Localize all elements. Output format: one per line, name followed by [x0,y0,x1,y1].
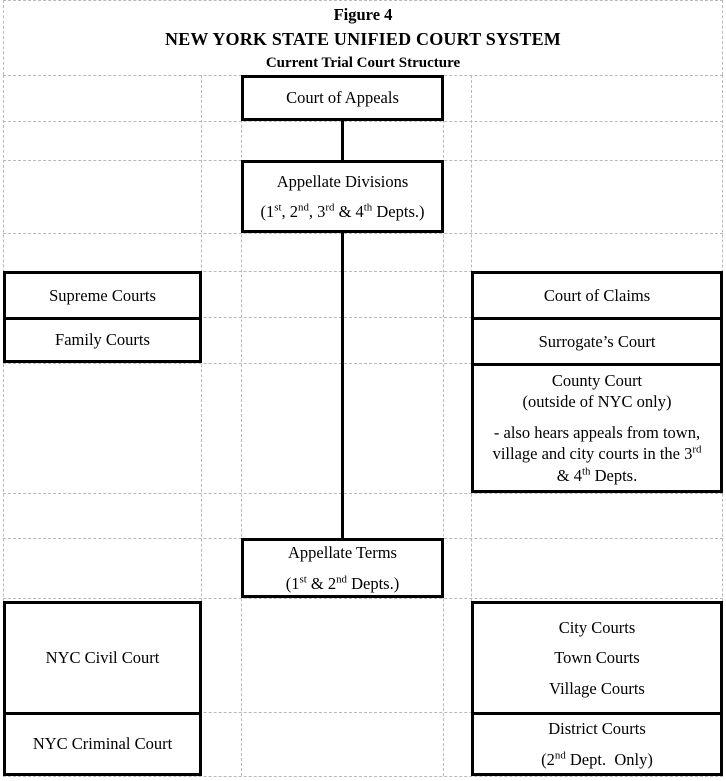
appellate-divisions-depts: (1st, 2nd, 3rd & 4th Depts.) [260,201,425,221]
grid-line-h-row10 [3,712,723,713]
court-of-appeals-label: Court of Appeals [286,88,399,108]
divider-civil-criminal [6,712,199,715]
box-court-of-claims[interactable]: Court of Claims [474,274,720,317]
box-appellate-terms[interactable]: Appellate Terms (1st & 2nd Depts.) [241,538,444,598]
ordinal-4th: th [582,465,591,478]
grid-line-v-col2 [241,75,242,776]
connector-divisions-to-terms [341,230,344,541]
ordinal-2nd: nd [554,749,566,761]
box-nyc-criminal-court[interactable]: NYC Criminal Court [6,715,199,773]
county-court-scope: (outside of NYC only) [522,392,672,412]
divider-claims-surrogate [474,317,720,320]
grid-line-v-left-outer [3,75,4,776]
surrogates-court-label: Surrogate’s Court [538,331,656,351]
grid-line-h-row3 [3,233,723,234]
county-court-note-line3: & 4th Depts. [556,465,638,485]
family-courts-label: Family Courts [55,330,150,350]
box-nyc-courts: NYC Civil Court NYC Criminal Court [3,601,202,776]
village-courts-label: Village Courts [549,678,645,698]
grid-line-h-row5 [3,317,723,318]
town-courts-label: Town Courts [554,648,640,668]
box-district-courts[interactable]: District Courts (2nd Dept. Only) [474,715,720,773]
box-nyc-civil-court[interactable]: NYC Civil Court [6,604,199,712]
box-county-court[interactable]: County Court (outside of NYC only) - als… [474,366,720,490]
grid-line-h-row6 [3,363,723,364]
grid-line-h-row11 [3,776,723,777]
divider-surrogate-county [474,363,720,366]
box-right-upper-courts: Court of Claims Surrogate’s Court County… [471,271,723,493]
ordinal-1st: st [274,201,282,214]
grid-line-v-col1 [201,75,202,776]
supreme-courts-label: Supreme Courts [49,285,156,305]
court-of-claims-label: Court of Claims [543,285,651,305]
ordinal-3rd: rd [325,201,335,214]
grid-line-h-row1 [3,121,723,122]
box-appellate-divisions[interactable]: Appellate Divisions (1st, 2nd, 3rd & 4th… [241,160,444,233]
ordinal-3rd: rd [692,443,702,456]
diagram-title-block: Figure 4 NEW YORK STATE UNIFIED COURT SY… [3,0,723,75]
appellate-divisions-label: Appellate Divisions [276,171,409,191]
figure-number: Figure 4 [333,5,393,24]
box-local-and-district-courts: City Courts Town Courts Village Courts D… [471,601,723,776]
connector-appeals-to-divisions [341,121,344,163]
box-supreme-courts[interactable]: Supreme Courts [6,274,199,317]
appellate-terms-depts: (1st & 2nd Depts.) [285,573,400,593]
grid-line-h-row7 [3,493,723,494]
box-surrogates-court[interactable]: Surrogate’s Court [474,320,720,363]
county-court-note-line1: - also hears appeals from town, [493,422,701,442]
county-court-note-line2: village and city courts in the 3rd [492,443,702,464]
ordinal-1st: st [299,573,307,585]
box-local-courts[interactable]: City Courts Town Courts Village Courts [474,604,720,712]
county-court-label: County Court [551,370,643,390]
box-supreme-and-family-courts: Supreme Courts Family Courts [3,271,202,363]
nyc-civil-court-label: NYC Civil Court [45,648,160,668]
box-family-courts[interactable]: Family Courts [6,320,199,360]
grid-line-h-row9 [3,598,723,599]
divider-local-district [474,712,720,715]
divider-supreme-family [6,317,199,320]
district-courts-dept: (2nd Dept. Only) [541,749,653,769]
appellate-terms-label: Appellate Terms [288,543,397,563]
grid-line-v-col3 [443,75,444,776]
city-courts-label: City Courts [558,617,636,637]
grid-line-h-row4 [3,271,723,272]
box-court-of-appeals[interactable]: Court of Appeals [241,75,444,121]
diagram-heading: NEW YORK STATE UNIFIED COURT SYSTEM [165,28,561,49]
ordinal-2nd: nd [298,201,309,214]
nyc-criminal-court-label: NYC Criminal Court [32,734,173,754]
ordinal-4th: th [363,201,373,214]
diagram-subheading: Current Trial Court Structure [265,54,461,71]
ordinal-2nd: nd [336,573,347,585]
district-courts-label: District Courts [548,719,646,739]
